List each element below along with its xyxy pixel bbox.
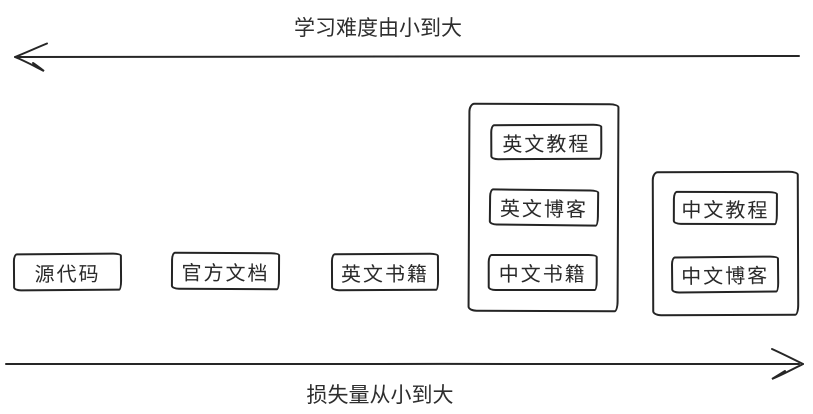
bottom-axis-arrowhead-upper	[771, 348, 804, 365]
bottom-axis-arrowhead-lower	[771, 363, 804, 380]
box-english-books: 英文书籍	[330, 252, 440, 292]
bottom-axis-arrow-line	[5, 362, 800, 366]
box-source-code: 源代码	[12, 252, 123, 292]
top-axis-label: 学习难度由小到大	[294, 16, 462, 40]
box-chinese-books: 中文书籍	[487, 253, 598, 292]
group-box-chinese-sources: 中文教程 中文博客	[651, 170, 800, 317]
top-axis-arrowhead-lower	[14, 56, 45, 72]
box-chinese-tutorial: 中文教程	[672, 190, 778, 226]
top-axis-arrowhead-upper	[14, 42, 48, 58]
left-arrow-icon	[14, 42, 800, 72]
bottom-axis-label: 损失量从小到大	[306, 383, 454, 407]
box-english-blog: 英文博客	[488, 188, 600, 227]
box-english-tutorial: 英文教程	[490, 123, 603, 161]
box-chinese-blog: 中文博客	[670, 255, 780, 294]
box-official-docs: 官方文档	[170, 251, 281, 291]
right-arrow-icon	[5, 348, 804, 380]
top-axis-arrow-line	[16, 55, 800, 58]
group-box-english-sources: 英文教程 英文博客 中文书籍	[467, 102, 620, 313]
